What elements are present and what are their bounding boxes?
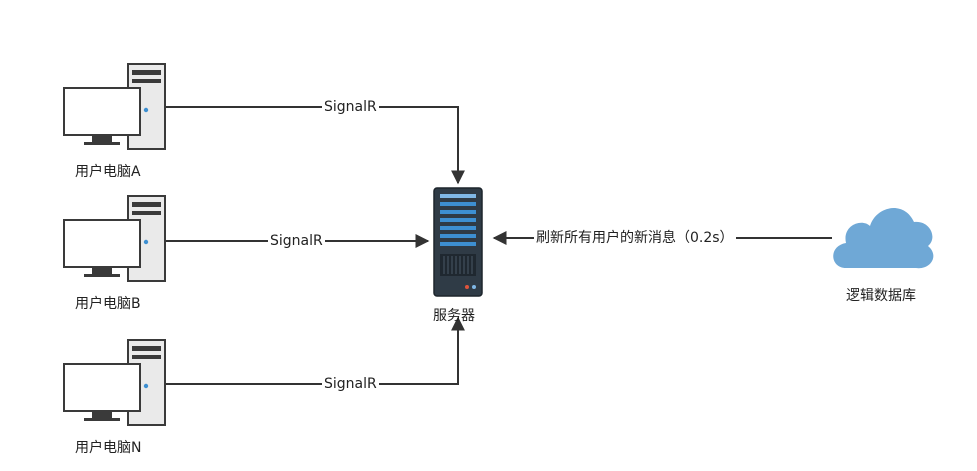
desktop-computer-icon — [63, 195, 166, 282]
cloud-icon — [833, 208, 934, 269]
node-label-server: 服务器 — [433, 308, 475, 324]
node-label-pc-b: 用户电脑B — [75, 296, 141, 312]
node-label-pc-a: 用户电脑A — [75, 164, 141, 180]
edge-label-n: SignalR — [322, 375, 379, 393]
edge-a-to-server — [165, 106, 465, 185]
server-rack-icon — [433, 187, 483, 297]
desktop-computer-icon — [63, 63, 166, 150]
desktop-computer-icon — [63, 339, 166, 426]
edge-n-to-server — [165, 316, 465, 385]
edge-label-db: 刷新所有用户的新消息（0.2s） — [534, 229, 736, 247]
node-label-pc-n: 用户电脑N — [75, 440, 142, 456]
node-label-database: 逻辑数据库 — [846, 288, 916, 304]
edge-label-a: SignalR — [322, 98, 379, 116]
edge-label-b: SignalR — [268, 232, 325, 250]
